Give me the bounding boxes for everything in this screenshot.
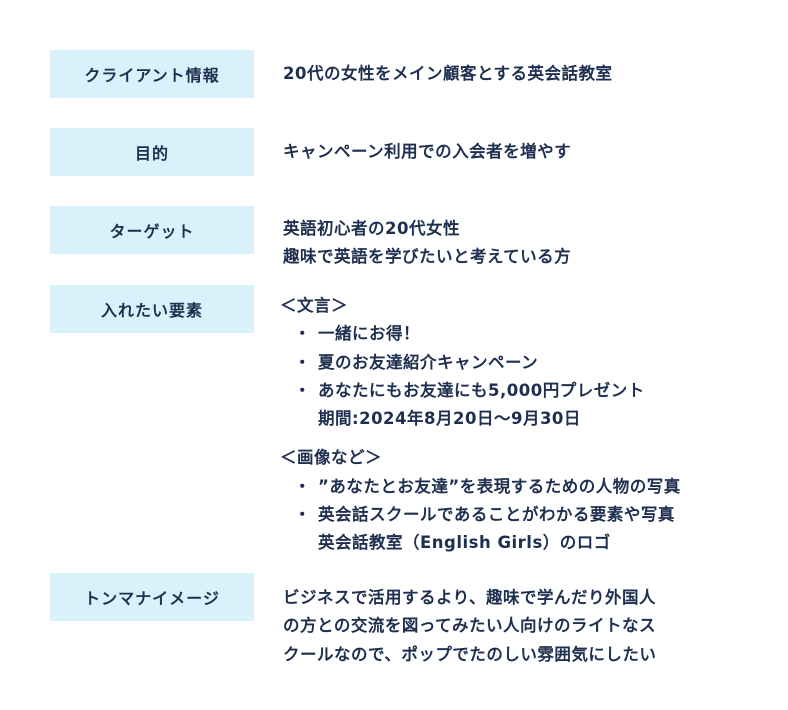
list-item: ・英会話スクールであることがわかる要素や写真 [280,501,681,529]
list-item: ・ ”あなたとお友達”を表現するための人物の写真 [280,473,681,501]
value-elements: ＜文言＞ ・一緒にお得！ ・夏のお友達紹介キャンペーン ・あなたにもお友達にも5… [280,292,681,558]
text-line: キャンペーン利用での入会者を増やす [283,142,572,161]
text-line: クールなので、ポップでたのしい雰囲気にしたい [283,644,657,664]
item-text: あなたにもお友達にも5,000円プレゼント [318,380,645,400]
bullet-icon: ・ [294,505,311,525]
label-purpose: 目的 [50,128,254,176]
text-line: 20代の女性をメイン顧客とする英会話教室 [283,64,613,83]
label-elements: 入れたい要素 [50,285,254,333]
item-continuation: 期間:2024年8月20日～9月30日 [318,409,581,429]
section-heading-images: ＜画像など＞ [280,448,382,468]
text-line: 趣味で英語を学びたいと考えている方 [283,247,572,267]
label-target: ターゲット [50,206,254,254]
list-item: ・あなたにもお友達にも5,000円プレゼント [280,377,681,405]
value-purpose: キャンペーン利用での入会者を増やす [283,138,571,166]
item-text: 英会話スクールであることがわかる要素や写真 [318,505,675,525]
bullet-icon: ・ [294,476,311,496]
text-line: の方との交流を図ってみたい人向けのライトなス [283,616,657,636]
section-heading-text: ＜文言＞ [280,296,348,315]
list-item: ・一緒にお得！ [280,320,681,348]
value-client-info: 20代の女性をメイン顧客とする英会話教室 [283,60,612,88]
text-line: 英語初心者の20代女性 [283,219,460,238]
bullet-icon: ・ [294,380,311,400]
bullet-icon: ・ [294,324,311,344]
item-text: 夏のお友達紹介キャンペーン [318,352,539,372]
label-tone-manner: トンマナイメージ [50,573,254,621]
list-item: ・夏のお友達紹介キャンペーン [280,349,681,377]
text-line: ビジネスで活用するより、趣味で学んだり外国人 [283,588,657,607]
value-tone-manner: ビジネスで活用するより、趣味で学んだり外国人 の方との交流を図ってみたい人向けの… [283,584,656,669]
value-target: 英語初心者の20代女性 趣味で英語を学びたいと考えている方 [283,215,571,272]
item-text: 一緒にお得！ [318,324,420,344]
item-text: ”あなたとお友達”を表現するための人物の写真 [318,476,681,496]
item-continuation: 英会話教室（English Girls）のロゴ [318,533,611,553]
label-client-info: クライアント情報 [50,50,254,98]
bullet-icon: ・ [294,352,311,372]
